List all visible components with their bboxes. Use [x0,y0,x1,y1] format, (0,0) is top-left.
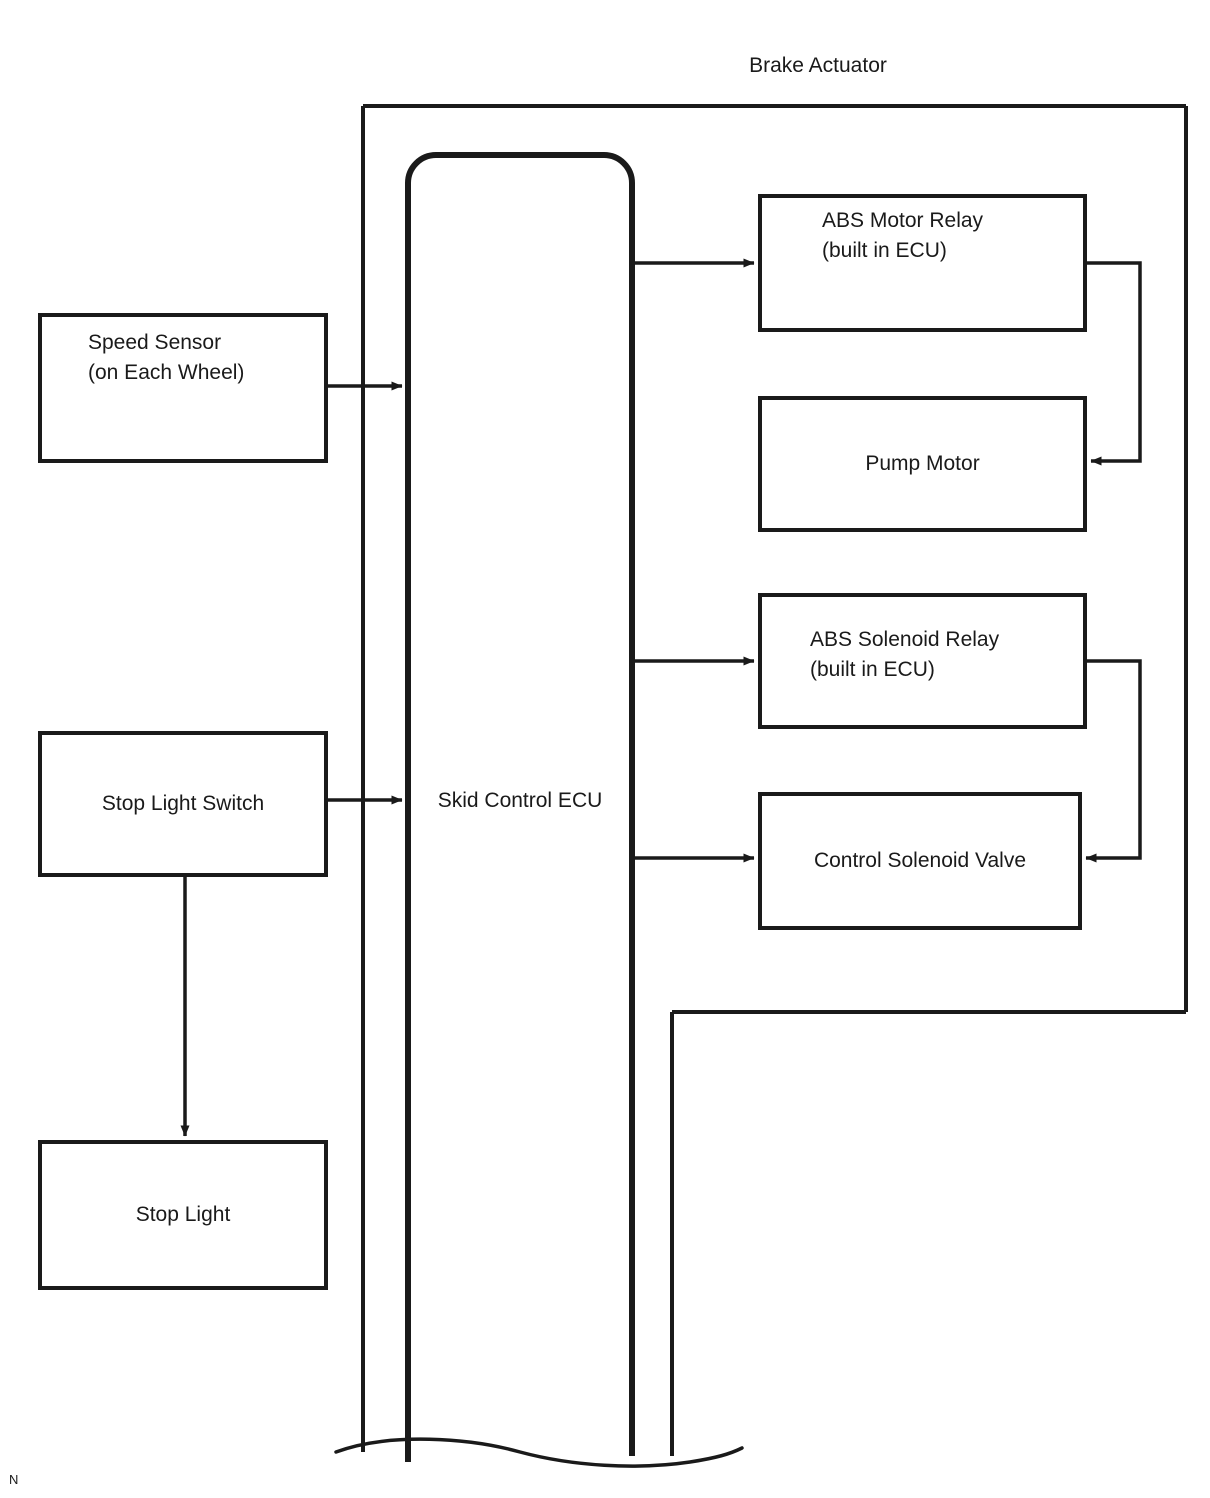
abs-motor-relay-box[interactable] [758,194,1087,332]
connector-abs-solenoid-relay-to-control-solenoid-valve [1085,659,1142,863]
connector-abs-motor-relay-to-pump-motor [1085,261,1142,466]
abs-motor-relay-node[interactable] [760,196,1085,330]
control-solenoid-valve-box[interactable] [758,792,1082,930]
speed-sensor-node[interactable] [40,315,326,461]
skid-control-ecu-node[interactable] [408,155,632,1455]
stop-light-switch-box[interactable] [38,731,328,877]
control-solenoid-valve-node[interactable] [760,794,1080,928]
abs-solenoid-relay-box[interactable] [758,593,1087,729]
break-line [334,1437,744,1468]
abs-solenoid-relay-node[interactable] [760,595,1085,727]
skid-control-ecu-shape[interactable] [405,152,635,1462]
pump-motor-box[interactable] [758,396,1087,532]
brake-actuator-enclosure [361,104,1188,1456]
pump-motor-node[interactable] [760,398,1085,530]
stop-light-box[interactable] [38,1140,328,1290]
stop-light-switch-node[interactable] [40,733,326,875]
diagram-title: Brake Actuator [749,54,887,77]
corner-mark: N [9,1472,19,1487]
stop-light-node[interactable] [40,1142,326,1288]
speed-sensor-box[interactable] [38,313,328,463]
